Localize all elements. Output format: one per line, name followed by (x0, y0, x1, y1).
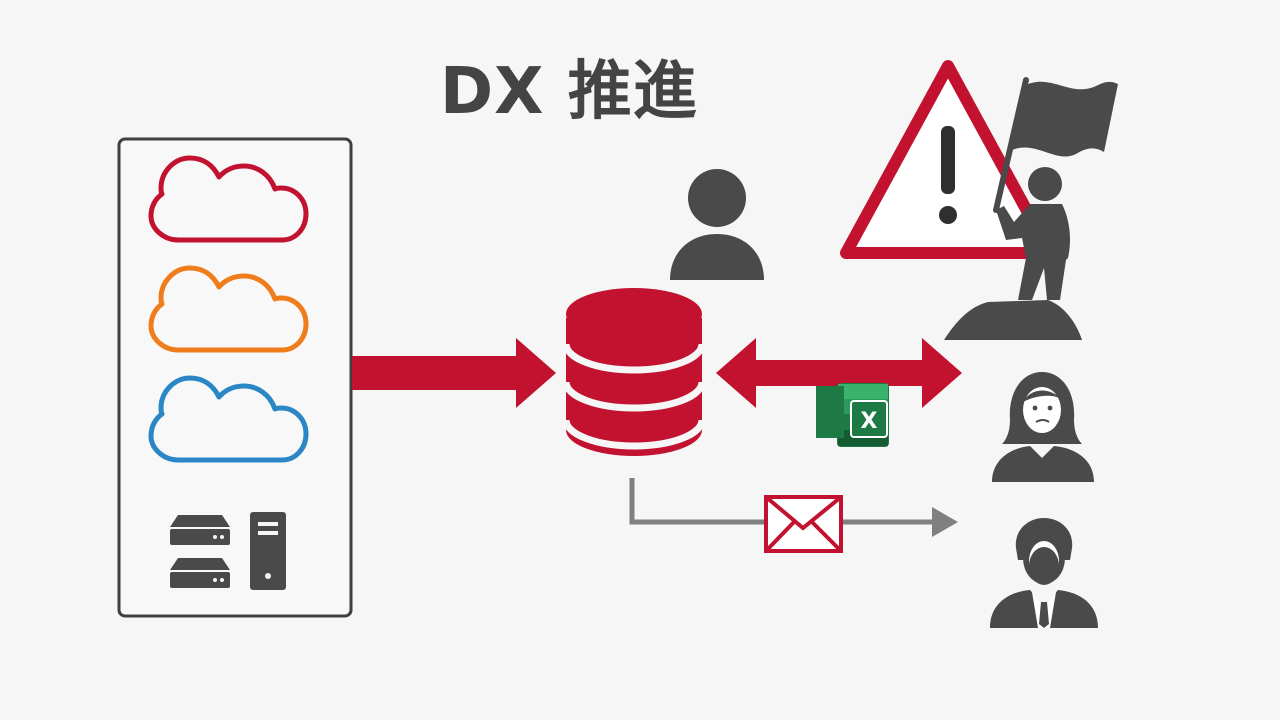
cloud-icon-red (148, 155, 309, 243)
server-rack-icon (170, 515, 230, 588)
cloud-icon-orange (148, 265, 309, 353)
man-icon (990, 518, 1098, 628)
exchange-arrow (716, 338, 962, 408)
flag-leader-icon (944, 77, 1118, 340)
server-tower-icon (250, 512, 286, 590)
woman-icon (992, 372, 1094, 482)
ingest-arrow (352, 338, 556, 408)
diagram-title: DX 推進 (440, 55, 698, 129)
user-icon (670, 169, 764, 280)
excel-icon: X (816, 383, 889, 447)
database-icon (562, 288, 706, 456)
mail-icon (764, 495, 843, 553)
excel-letter: X (861, 409, 878, 434)
cloud-icon-blue (148, 375, 309, 463)
data-sources-panel (117, 137, 353, 618)
